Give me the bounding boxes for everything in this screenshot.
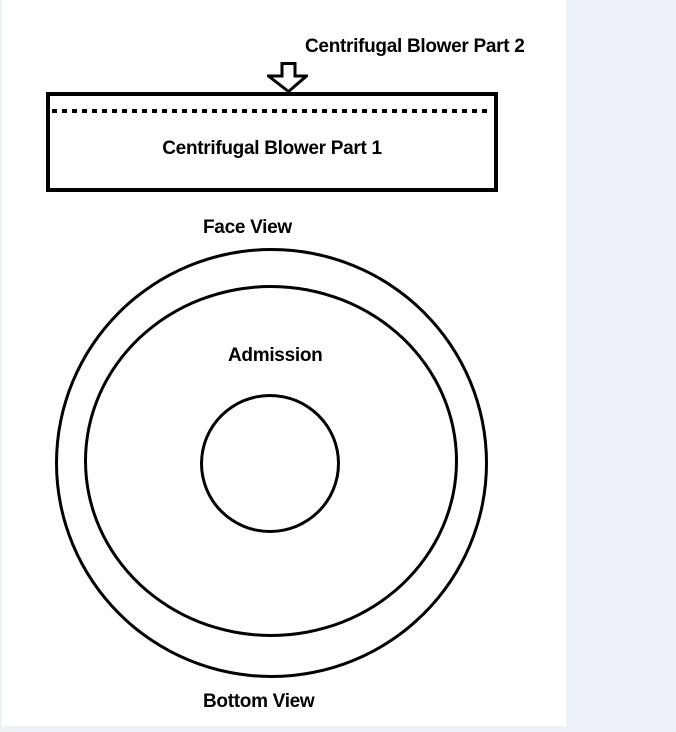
- bottom-view-caption: Bottom View: [203, 691, 315, 712]
- down-arrow-icon: [267, 62, 308, 93]
- part2-label: Centrifugal Blower Part 2: [305, 36, 525, 57]
- part1-label: Centrifugal Blower Part 1: [162, 138, 382, 159]
- middle-circle: [84, 285, 458, 637]
- face-view-caption: Face View: [203, 217, 292, 238]
- seam-dashed-line: [52, 109, 492, 113]
- outer-circle: [55, 248, 488, 678]
- blower-part1-outline: [46, 92, 498, 192]
- admission-label: Admission: [228, 345, 323, 366]
- inner-circle: [200, 394, 340, 533]
